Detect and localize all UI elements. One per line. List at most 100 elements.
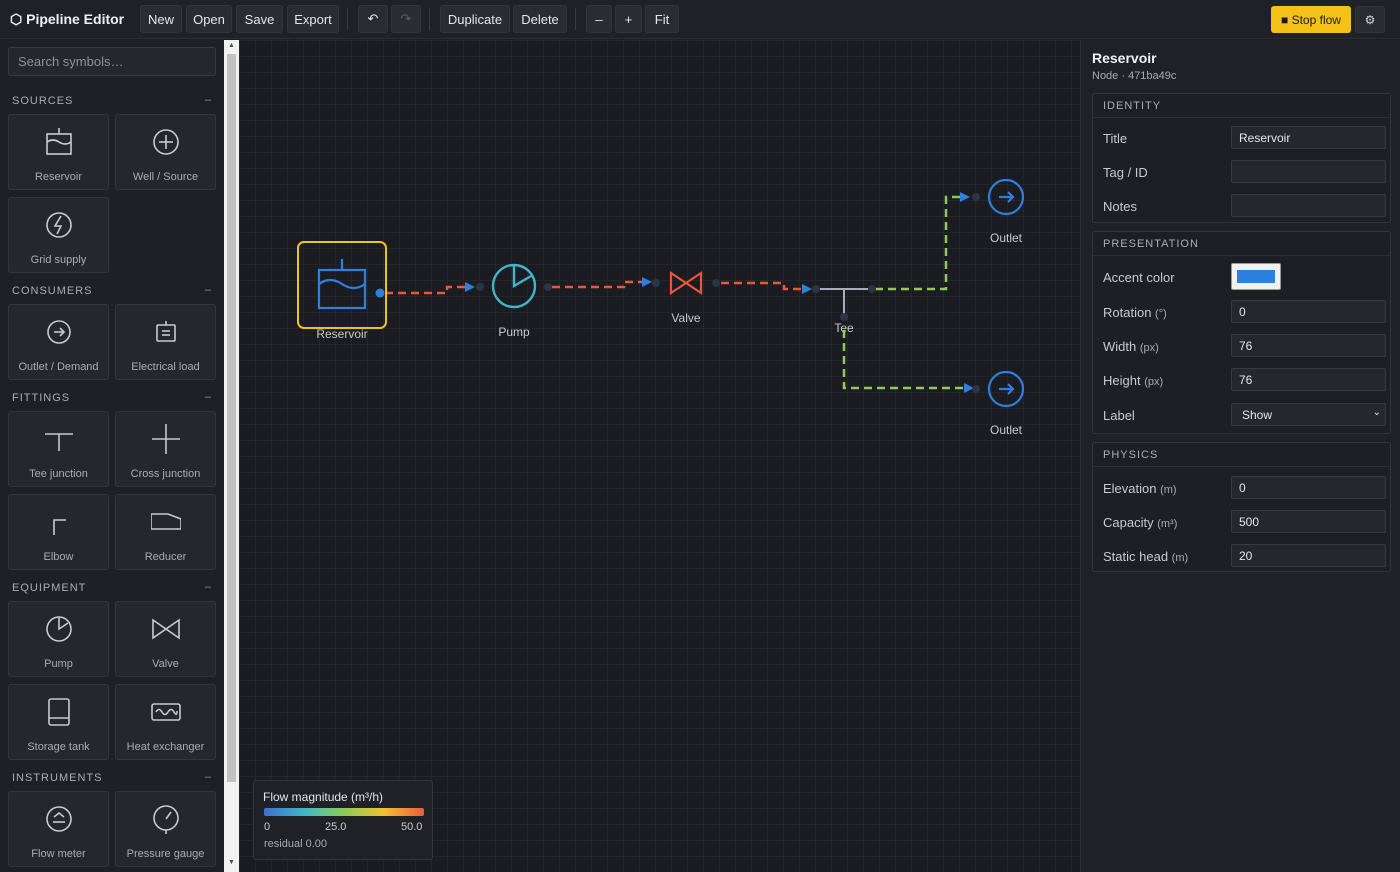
node-pump[interactable] (476, 263, 552, 309)
tag-row: Tag / ID (1093, 160, 1390, 184)
palette-item-label: Reservoir (34, 171, 83, 183)
pipe-network (297, 178, 1025, 408)
collapse-icon[interactable]: – (204, 284, 212, 296)
search-input[interactable] (8, 47, 216, 76)
label-select[interactable]: Show ⌄ (1231, 403, 1386, 426)
outlet-icon (47, 320, 71, 344)
node-outlet-top[interactable] (972, 178, 1025, 216)
toolbar: ⬡ Pipeline Editor New Open Save Export ↶… (0, 0, 1400, 39)
palette-scrollbar[interactable]: ▲ ▼ (224, 40, 239, 872)
stop-flow-button[interactable]: ■ Stop flow (1271, 6, 1351, 33)
static-head-field[interactable]: 20 (1231, 544, 1386, 567)
export-button[interactable]: Export (287, 5, 339, 33)
scrollbar-thumb[interactable] (227, 54, 236, 782)
pipe-pump-valve[interactable] (552, 280, 644, 289)
palette-item-label: Flow meter (31, 848, 86, 860)
port-in[interactable] (476, 283, 484, 291)
delete-button[interactable]: Delete (513, 5, 567, 33)
physics-group: PHYSICS Elevation (m) 0 Capacity (m³) 50… (1092, 442, 1391, 572)
width-field[interactable]: 76 (1231, 334, 1386, 357)
valve-icon (152, 618, 180, 640)
group-header: IDENTITY (1093, 94, 1390, 118)
section-header-instruments[interactable]: INSTRUMENTS – (12, 771, 212, 784)
palette-item-label: Valve (152, 658, 179, 670)
section-header-sources[interactable]: SOURCES – (12, 94, 212, 107)
pipe-tee-outlet-top[interactable] (875, 195, 967, 291)
settings-button[interactable]: ⚙ (1355, 6, 1385, 33)
palette-item-well-source[interactable]: Well / Source (115, 114, 216, 190)
node-tee[interactable] (812, 285, 876, 321)
palette-item-grid-supply[interactable]: Grid supply (8, 197, 109, 273)
palette-item-pressure-gauge[interactable]: Pressure gauge (115, 791, 216, 867)
scroll-down-arrow-icon[interactable]: ▼ (228, 859, 235, 866)
palette-item-label: Well / Source (132, 171, 199, 183)
collapse-icon[interactable]: – (204, 94, 212, 106)
node-valve[interactable] (652, 270, 720, 296)
palette-item-pump[interactable]: Pump (8, 601, 109, 677)
port-out[interactable] (868, 285, 876, 293)
palette-item-cross-junction[interactable]: Cross junction (115, 411, 216, 487)
field-label: Accent color (1103, 270, 1175, 285)
port-in[interactable] (972, 385, 980, 393)
tee-icon (45, 433, 73, 451)
undo-button[interactable]: ↶ (358, 5, 388, 33)
palette-item-electrical-load[interactable]: Electrical load (115, 304, 216, 380)
height-field[interactable]: 76 (1231, 368, 1386, 391)
diagram-canvas[interactable]: Reservoir Pump Valve Tee Outlet Outlet F… (239, 40, 1080, 872)
palette-item-label: Grid supply (30, 254, 87, 266)
port-out[interactable] (375, 288, 385, 298)
field-label: Title (1103, 131, 1128, 146)
collapse-icon[interactable]: – (204, 581, 212, 593)
fit-button[interactable]: Fit (645, 5, 679, 33)
rotation-field[interactable]: 0 (1231, 300, 1386, 323)
redo-button[interactable]: ↷ (391, 5, 421, 33)
node-reservoir[interactable] (297, 241, 387, 329)
port-out[interactable] (544, 283, 552, 291)
presentation-group: PRESENTATION Accent color Rotation (°) 0… (1092, 231, 1391, 434)
palette-item-valve[interactable]: Valve (115, 601, 216, 677)
palette-item-storage-tank[interactable]: Storage tank (8, 684, 109, 760)
flow-arrow-icon (802, 284, 812, 294)
palette-item-elbow[interactable]: Elbow (8, 494, 109, 570)
collapse-icon[interactable]: – (204, 771, 212, 783)
port-in[interactable] (652, 279, 660, 287)
pipe-reservoir-pump[interactable] (385, 285, 467, 295)
outlet-icon (999, 383, 1015, 395)
palette-item-reducer[interactable]: Reducer (115, 494, 216, 570)
scroll-up-arrow-icon[interactable]: ▲ (228, 42, 235, 49)
notes-field[interactable] (1231, 194, 1386, 217)
collapse-icon[interactable]: – (204, 391, 212, 403)
capacity-field[interactable]: 500 (1231, 510, 1386, 533)
duplicate-button[interactable]: Duplicate (440, 5, 510, 33)
elevation-row: Elevation (m) 0 (1093, 476, 1390, 500)
toolbar-divider (575, 8, 576, 30)
palette-item-tee-junction[interactable]: Tee junction (8, 411, 109, 487)
palette-item-heat-exchanger[interactable]: Heat exchanger (115, 684, 216, 760)
pipe-tee-outlet-bottom[interactable] (842, 330, 967, 390)
pipe-valve-tee[interactable] (721, 281, 804, 291)
section-header-consumers[interactable]: CONSUMERS – (12, 284, 212, 297)
reducer-icon (151, 513, 181, 530)
pump-icon (512, 265, 532, 289)
palette-item-reservoir[interactable]: Reservoir (8, 114, 109, 190)
elevation-field[interactable]: 0 (1231, 476, 1386, 499)
section-header-fittings[interactable]: FITTINGS – (12, 391, 212, 404)
port-out[interactable] (712, 279, 720, 287)
port-in[interactable] (812, 285, 820, 293)
title-field[interactable]: Reservoir (1231, 126, 1386, 149)
palette-item-flow-meter[interactable]: Flow meter (8, 791, 109, 867)
field-label: Height (px) (1103, 373, 1164, 388)
port-out[interactable] (840, 313, 848, 321)
outlet-icon (999, 191, 1015, 203)
tag-field[interactable] (1231, 160, 1386, 183)
accent-color-picker[interactable] (1231, 263, 1281, 290)
node-outlet-bottom[interactable] (972, 370, 1025, 408)
zoom-in-button[interactable]: + (615, 5, 642, 33)
open-button[interactable]: Open (186, 5, 232, 33)
zoom-out-button[interactable]: – (586, 5, 612, 33)
section-header-equipment[interactable]: EQUIPMENT – (12, 581, 212, 594)
palette-item-outlet-demand[interactable]: Outlet / Demand (8, 304, 109, 380)
new-button[interactable]: New (140, 5, 182, 33)
port-in[interactable] (972, 193, 980, 201)
save-button[interactable]: Save (236, 5, 283, 33)
